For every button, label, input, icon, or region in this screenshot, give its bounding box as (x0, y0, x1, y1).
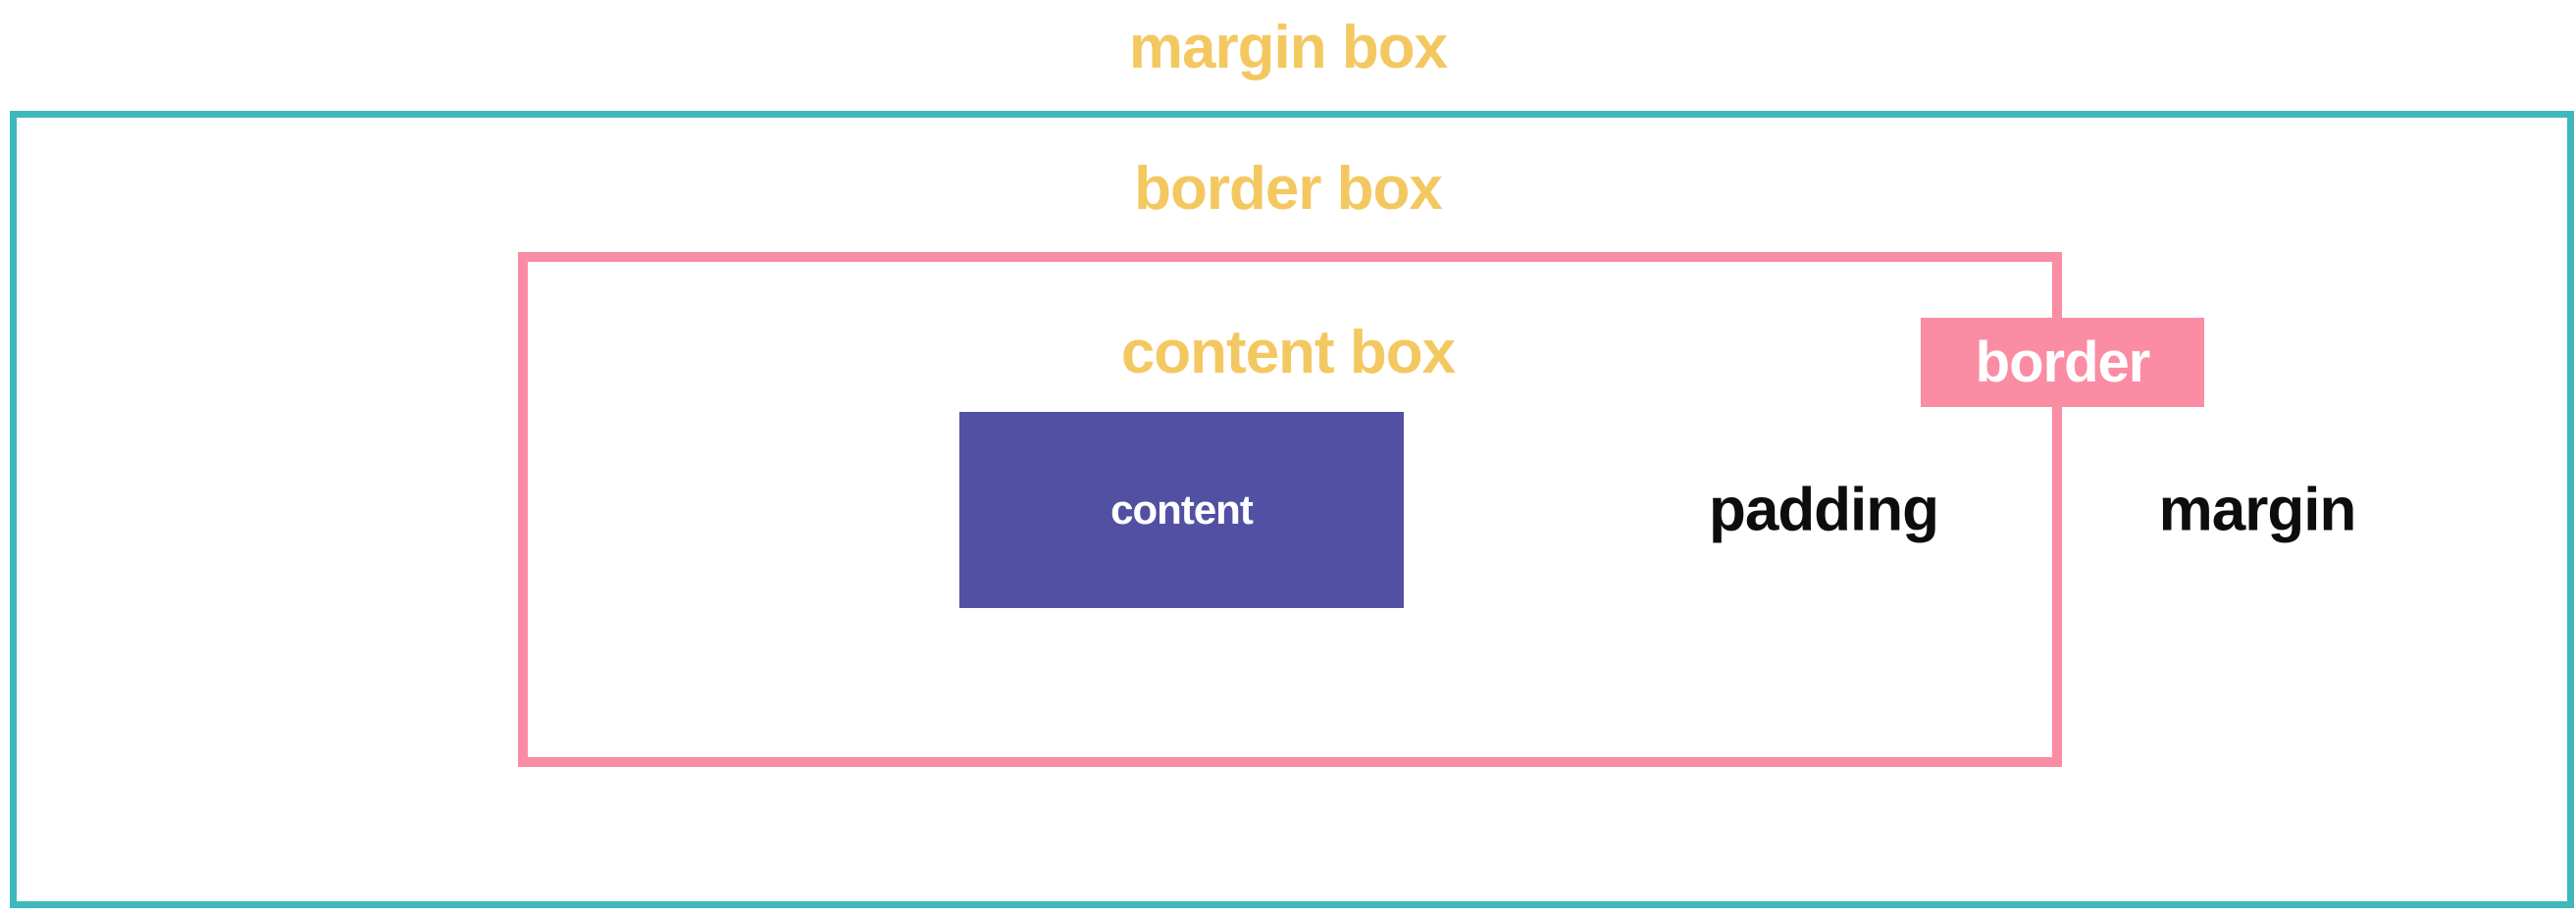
border-chip: border (1921, 318, 2204, 407)
content-rect: content (959, 412, 1404, 608)
content-label: content (1110, 486, 1254, 533)
margin-box-label: margin box (1128, 14, 1448, 81)
padding-label: padding (1708, 476, 1939, 544)
border-box-label: border box (1134, 155, 1443, 223)
content-box-label: content box (1120, 319, 1456, 386)
margin-label: margin (2158, 476, 2357, 544)
margin-box-outline (10, 111, 2574, 908)
border-label: border (1975, 330, 2151, 394)
border-box-outline (518, 252, 2062, 767)
